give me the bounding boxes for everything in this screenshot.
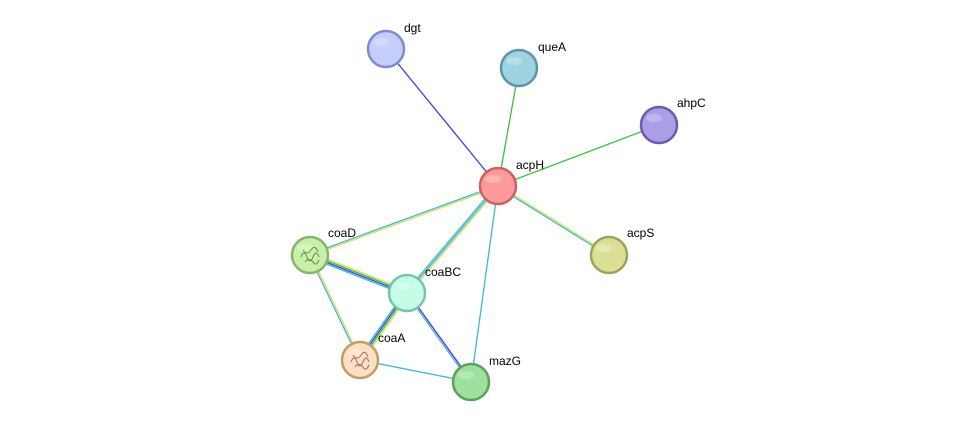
node-circle[interactable] (451, 362, 491, 402)
edge-evidence-line (407, 186, 500, 295)
node-label-ahpC: ahpC (677, 96, 706, 110)
node-highlight (347, 349, 363, 357)
edge-evidence-line (310, 186, 499, 257)
edge-evidence-line (497, 124, 660, 187)
edge-evidence-line (405, 184, 498, 293)
node-highlight (506, 57, 522, 65)
node-label-queA: queA (538, 40, 566, 54)
node-circle[interactable] (366, 29, 406, 69)
node-coaD[interactable]: coaD (290, 226, 356, 275)
node-label-coaBC: coaBC (425, 265, 461, 279)
edge-acpH-acpS (497, 184, 610, 257)
node-circle[interactable] (387, 273, 427, 313)
node-mazG[interactable]: mazG (451, 354, 521, 402)
edge-evidence-line (498, 184, 610, 255)
node-circle[interactable] (340, 340, 380, 380)
edge-acpH-ahpC (497, 124, 660, 187)
node-dgt[interactable]: dgt (366, 21, 421, 69)
node-layer: acpH dgt queA ahpC acpS coaD coaBC coaA mazG (290, 21, 706, 402)
node-highlight (485, 175, 501, 183)
node-highlight (646, 114, 662, 122)
edge-coaD-coaA (308, 254, 362, 361)
edge-evidence-line (308, 255, 360, 361)
protein-structure-icon (350, 351, 370, 370)
edge-evidence-line (406, 185, 499, 294)
edge-evidence-line (497, 186, 609, 257)
node-highlight (373, 38, 389, 46)
edge-acpH-dgt (385, 48, 499, 187)
edge-evidence-line (470, 185, 499, 383)
node-coaBC[interactable]: coaBC (387, 265, 461, 313)
node-circle[interactable] (290, 235, 330, 275)
edge-evidence-line (385, 48, 499, 187)
node-acpS[interactable]: acpS (589, 226, 654, 275)
edge-acpH-coaD (309, 184, 499, 257)
node-coaA[interactable]: coaA (340, 331, 405, 380)
edge-evidence-line (497, 67, 520, 187)
node-circle[interactable] (589, 235, 629, 275)
node-circle[interactable] (478, 166, 518, 206)
node-circle[interactable] (639, 105, 679, 145)
node-highlight (394, 282, 410, 290)
edge-evidence-line (310, 254, 362, 360)
protein-structure-icon (300, 246, 320, 265)
edge-layer (308, 48, 660, 383)
node-ahpC[interactable]: ahpC (639, 96, 706, 145)
node-acpH[interactable]: acpH (478, 158, 544, 206)
node-label-coaA: coaA (378, 331, 405, 345)
edge-evidence-line (309, 184, 498, 255)
edge-acpH-mazG (470, 185, 499, 383)
node-circle[interactable] (499, 48, 539, 88)
node-highlight (297, 244, 313, 252)
node-highlight (458, 371, 474, 379)
node-label-coaD: coaD (328, 226, 356, 240)
node-label-acpS: acpS (627, 226, 654, 240)
node-highlight (596, 244, 612, 252)
node-label-acpH: acpH (516, 158, 544, 172)
node-label-dgt: dgt (404, 21, 421, 35)
edge-acpH-coaBC (405, 184, 500, 295)
node-label-mazG: mazG (489, 354, 521, 368)
node-queA[interactable]: queA (499, 40, 566, 88)
edge-acpH-queA (497, 67, 520, 187)
